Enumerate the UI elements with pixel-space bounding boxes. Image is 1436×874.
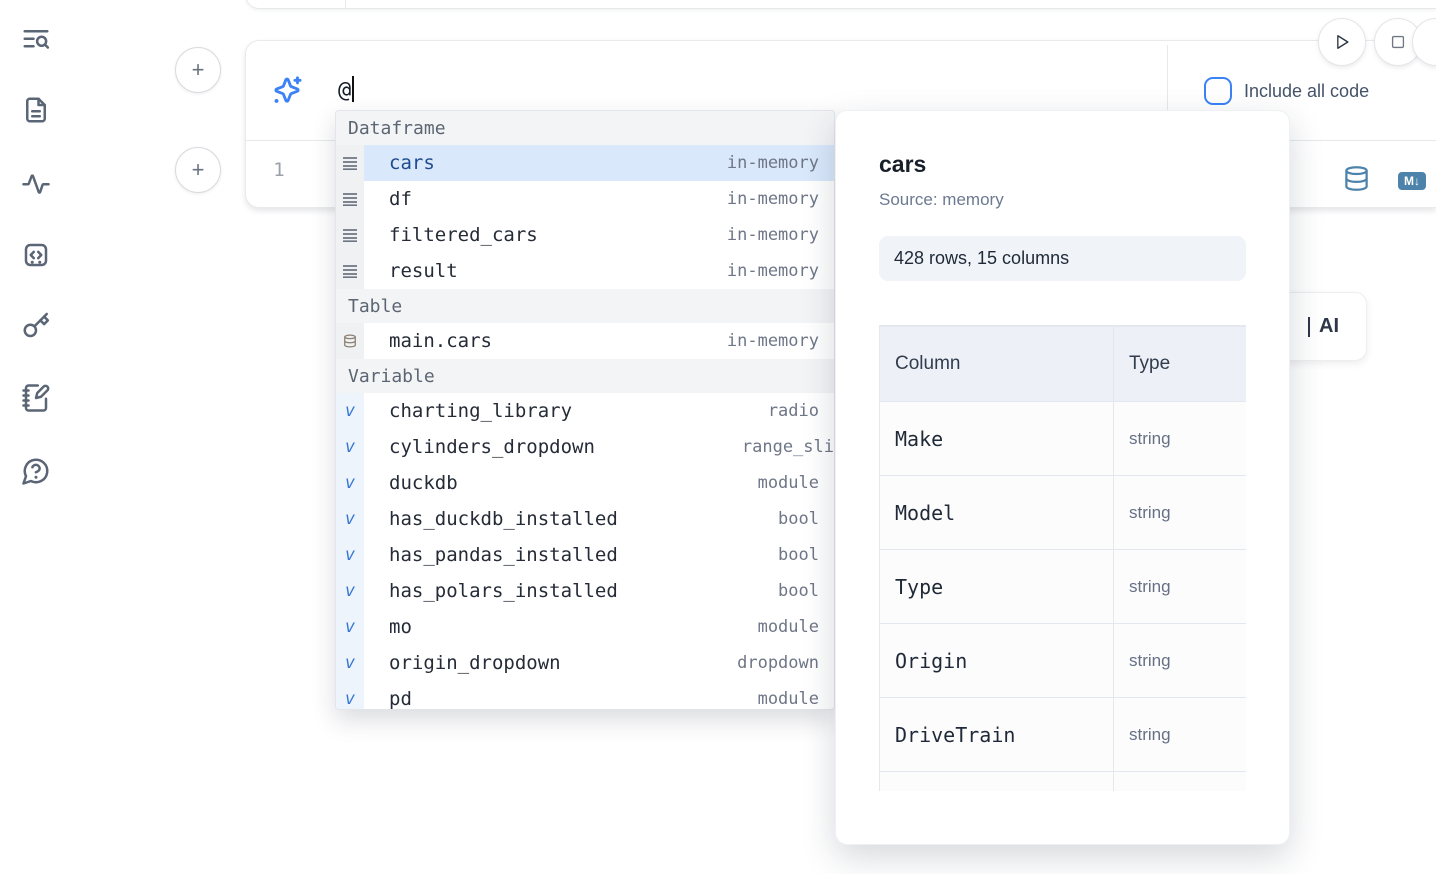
autocomplete-item[interactable]: v pd module bbox=[336, 681, 834, 709]
item-kind-icon: v bbox=[336, 537, 364, 573]
include-all-code-label: Include all code bbox=[1244, 80, 1370, 101]
sparkles-icon bbox=[269, 73, 305, 109]
item-kind-icon: v bbox=[336, 429, 364, 465]
include-all-code-toggle[interactable]: Include all code bbox=[1168, 41, 1436, 141]
item-kind-icon: v bbox=[336, 181, 364, 217]
autocomplete-item[interactable]: v cylinders_dropdown range_sli bbox=[336, 429, 834, 465]
cell-run-controls bbox=[1318, 18, 1436, 66]
autocomplete-item[interactable]: v cars in-memory bbox=[336, 145, 834, 181]
item-kind-icon: v bbox=[336, 323, 364, 359]
code-editor-row[interactable]: 1 M↓ bbox=[246, 142, 1436, 207]
schema-header-row: Column Type bbox=[879, 326, 1246, 402]
item-kind-icon: v bbox=[336, 393, 364, 429]
schema-row: DriveTrain string bbox=[879, 697, 1246, 772]
schema-row: Make string bbox=[879, 401, 1246, 476]
autocomplete-item[interactable]: v mo module bbox=[336, 609, 834, 645]
code-block-icon[interactable] bbox=[19, 238, 53, 272]
text-cursor bbox=[352, 76, 355, 102]
list-search-icon[interactable] bbox=[19, 23, 53, 57]
item-kind-icon: v bbox=[336, 609, 364, 645]
item-kind-icon: v bbox=[336, 145, 364, 181]
autocomplete-item[interactable]: v main.cars in-memory bbox=[336, 323, 834, 359]
item-kind-icon: v bbox=[336, 465, 364, 501]
key-icon[interactable] bbox=[19, 309, 53, 343]
at-mention-autocomplete-popup: Dataframe v cars in-memory v df in-memor… bbox=[335, 110, 835, 710]
schema-row: Type string bbox=[879, 549, 1246, 624]
notebook-pen-icon[interactable] bbox=[19, 381, 53, 415]
add-cell-below-button[interactable]: + bbox=[175, 147, 221, 193]
column-header: Column bbox=[879, 326, 1114, 402]
autocomplete-item[interactable]: v df in-memory bbox=[336, 181, 834, 217]
divider bbox=[1167, 45, 1168, 137]
activity-icon[interactable] bbox=[19, 166, 53, 200]
schema-row bbox=[879, 771, 1246, 791]
autocomplete-item[interactable]: v charting_library radio bbox=[336, 393, 834, 429]
preview-title: cars bbox=[879, 151, 927, 177]
autocomplete-item[interactable]: v has_pandas_installed bool bbox=[336, 537, 834, 573]
autocomplete-item[interactable]: v result in-memory bbox=[336, 253, 834, 289]
file-text-icon[interactable] bbox=[19, 93, 53, 127]
autocomplete-item[interactable]: v has_polars_installed bool bbox=[336, 573, 834, 609]
preview-schema-table: Column Type Make string Model string Typ… bbox=[879, 325, 1246, 791]
preview-source: Source: memory bbox=[879, 190, 1004, 209]
help-chat-icon[interactable] bbox=[19, 454, 53, 488]
include-all-code-checkbox[interactable] bbox=[1204, 77, 1232, 105]
autocomplete-section-header: Variable bbox=[336, 359, 834, 393]
markdown-icon[interactable]: M↓ bbox=[1398, 172, 1426, 190]
autocomplete-item[interactable]: v origin_dropdown dropdown bbox=[336, 645, 834, 681]
item-kind-icon: v bbox=[336, 253, 364, 289]
autocomplete-item[interactable]: v duckdb module bbox=[336, 465, 834, 501]
item-kind-icon: v bbox=[336, 681, 364, 709]
preview-shape-badge: 428 rows, 15 columns bbox=[879, 236, 1246, 281]
schema-row: Origin string bbox=[879, 623, 1246, 698]
autocomplete-item[interactable]: v has_duckdb_installed bool bbox=[336, 501, 834, 537]
previous-cell-bottom-edge bbox=[245, 0, 1436, 9]
item-kind-icon: v bbox=[336, 645, 364, 681]
autocomplete-section-header: Dataframe bbox=[336, 111, 834, 145]
line-number: 1 bbox=[273, 159, 285, 181]
sidebar bbox=[0, 0, 70, 874]
schema-row: Model string bbox=[879, 475, 1246, 550]
dataframe-preview-panel: cars Source: memory 428 rows, 15 columns… bbox=[835, 110, 1290, 845]
item-kind-icon: v bbox=[336, 501, 364, 537]
autocomplete-section-header: Table bbox=[336, 289, 834, 323]
play-icon[interactable] bbox=[1318, 18, 1366, 66]
add-cell-above-button[interactable]: + bbox=[175, 47, 221, 93]
item-kind-icon: v bbox=[336, 217, 364, 253]
ai-button-label: AI bbox=[1308, 315, 1339, 338]
ai-prompt-input[interactable]: @ bbox=[338, 76, 355, 103]
datasource-panel-icon[interactable] bbox=[1343, 164, 1370, 198]
autocomplete-item[interactable]: v filtered_cars in-memory bbox=[336, 217, 834, 253]
type-header: Type bbox=[1113, 326, 1246, 402]
item-kind-icon: v bbox=[336, 573, 364, 609]
